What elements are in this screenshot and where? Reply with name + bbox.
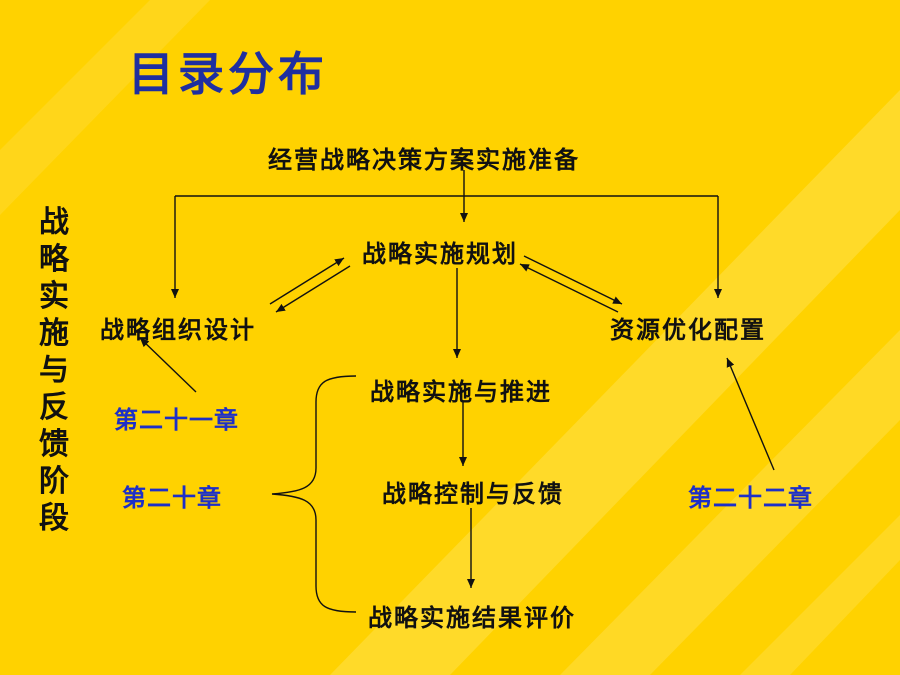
slide-title: 目录分布 <box>128 47 328 101</box>
arrow-org-to-plan <box>269 257 345 305</box>
node-prep: 经营战略决策方案实施准备 <box>268 146 580 174</box>
node-advance: 战略实施与推进 <box>370 378 552 406</box>
chapter-21-label: 第二十一章 <box>114 406 239 434</box>
chapter-20-label: 第二十章 <box>122 484 222 512</box>
node-org-design: 战略组织设计 <box>100 316 256 344</box>
node-evaluate: 战略实施结果评价 <box>368 604 576 632</box>
arrow-resource-to-plan <box>519 263 619 313</box>
chapter-22-label: 第二十二章 <box>688 484 813 512</box>
side-vertical-label: 战略实施与反馈阶段 <box>39 205 69 536</box>
node-plan: 战略实施规划 <box>362 240 518 268</box>
arrow-ch22-to-resource <box>726 357 775 471</box>
node-resource: 资源优化配置 <box>610 316 766 344</box>
arrow-plan-to-resource <box>523 255 623 305</box>
arrow-plan-to-org <box>275 265 351 313</box>
brace <box>271 375 357 613</box>
arrow-ch21-to-org <box>139 337 197 393</box>
node-control: 战略控制与反馈 <box>382 480 564 508</box>
